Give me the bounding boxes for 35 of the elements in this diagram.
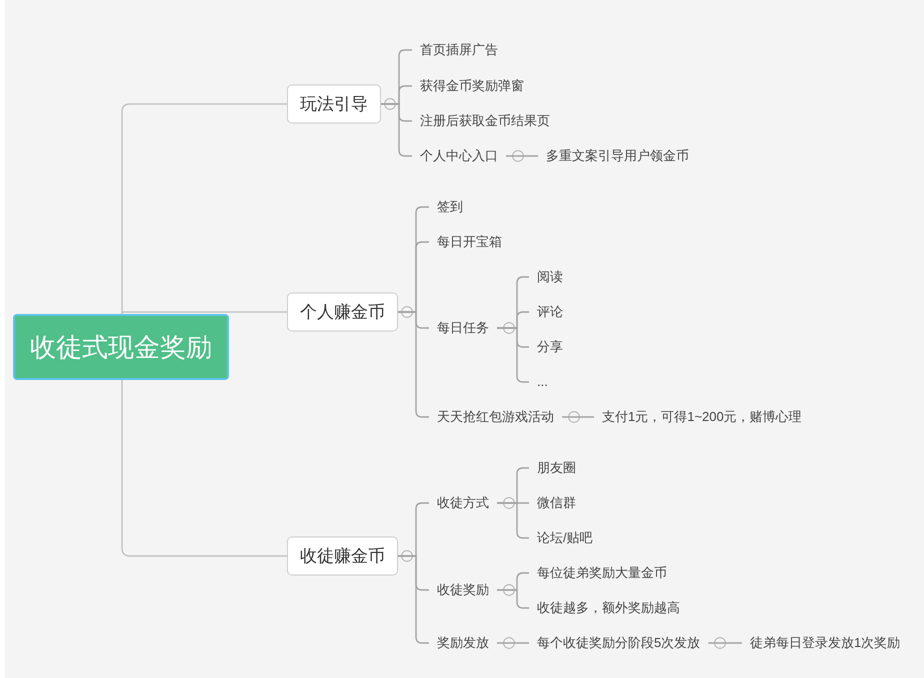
subtopic-text: 收徒越多，额外奖励越高 xyxy=(529,598,688,618)
subtopic-text: 个人中心入口 xyxy=(412,146,506,166)
connector-line xyxy=(121,311,287,315)
subtopic-text: 每个收徒奖励分阶段5次发放 xyxy=(529,633,708,653)
connector-line xyxy=(121,103,287,314)
subtopic-text: 首页插屏广告 xyxy=(412,40,506,60)
subtopic-text: ... xyxy=(529,372,556,392)
subtopic-text: 每位徒弟奖励大量金币 xyxy=(529,563,675,583)
subtopic-text: 每日开宝箱 xyxy=(429,232,510,252)
subtopic-text: 签到 xyxy=(429,197,471,217)
subtopic-text: 奖励发放 xyxy=(429,633,497,653)
subtopic-text: 收徒方式 xyxy=(429,493,497,513)
subtopic-text: 每日任务 xyxy=(429,318,497,338)
subtopic-text: 微信群 xyxy=(529,493,584,513)
connector-line xyxy=(562,416,594,418)
subtopic-text: 阅读 xyxy=(529,267,571,287)
subtopic-text: 分享 xyxy=(529,337,571,357)
connector-line xyxy=(506,155,538,157)
subtopic-text: 支付1元，可得1~200元，赌博心理 xyxy=(594,407,810,427)
subtopic-text: 收徒奖励 xyxy=(429,580,497,600)
connector-line xyxy=(121,380,287,557)
connector-line xyxy=(497,642,529,644)
subtopic-text: 天天抢红包游戏活动 xyxy=(429,407,562,427)
main-topic-box: 个人赚金币 xyxy=(287,292,398,332)
central-topic-box: 收徒式现金奖励 xyxy=(13,314,229,380)
main-topic-box: 收徒赚金币 xyxy=(287,536,398,576)
subtopic-text: 多重文案引导用户领金币 xyxy=(538,146,697,166)
subtopic-text: 朋友圈 xyxy=(529,458,584,478)
subtopic-text: 评论 xyxy=(529,302,571,322)
subtopic-text: 徒弟每日登录发放1次奖励 xyxy=(742,633,908,653)
connector-line xyxy=(708,642,742,644)
subtopic-text: 获得金币奖励弹窗 xyxy=(412,76,532,96)
main-topic-box: 玩法引导 xyxy=(287,84,381,124)
subtopic-text: 注册后获取金币结果页 xyxy=(412,111,558,131)
subtopic-text: 论坛/贴吧 xyxy=(529,528,601,548)
